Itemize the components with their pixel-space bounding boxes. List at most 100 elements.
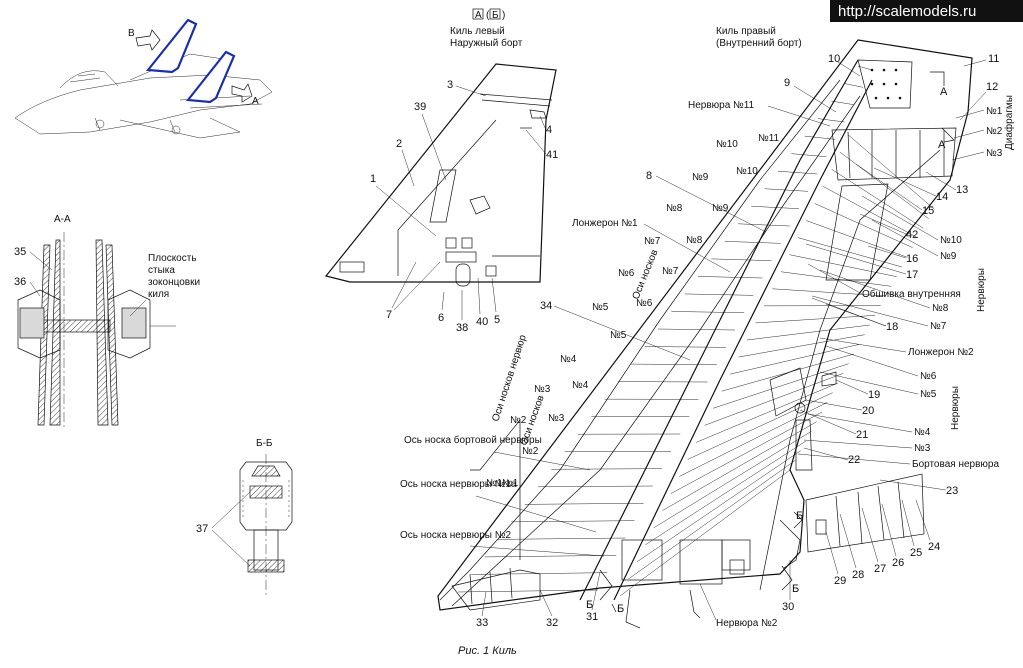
rib-line [711, 259, 771, 261]
rib-line [831, 101, 853, 105]
callout-11: 11 [988, 53, 999, 65]
left-fin-view: А ( Б ) Киль левый Наружный борт 3 39 2 … [326, 9, 558, 334]
callout-41: 41 [546, 149, 558, 161]
label-spar2: Лонжерон №2 [908, 347, 974, 358]
label-spar1: Лонжерон №1 [572, 218, 638, 229]
diaphragm-1: №1 [986, 106, 1003, 117]
svg-text:Б: Б [792, 583, 799, 595]
rib-line [778, 171, 817, 174]
section-a-marker-top [930, 72, 944, 86]
section-aa-note-2: стыка [148, 265, 175, 276]
aircraft-overview: В А [15, 20, 272, 138]
callout-33: 33 [476, 617, 488, 629]
rib-line [765, 189, 808, 192]
callout-17: 17 [906, 269, 918, 281]
rib-line [713, 364, 849, 409]
rib-line [511, 521, 634, 522]
rib-line [658, 329, 735, 330]
label-diaphragms: Диафрагмы [1003, 95, 1015, 150]
callout-24: 24 [928, 541, 940, 553]
left-rib-4: №4 [572, 380, 589, 391]
section-bb-title: Б-Б [256, 438, 273, 449]
label-nose-axes-3: Оси носков [631, 248, 661, 301]
nose-rib-9: №9 [692, 172, 709, 183]
callout-40: 40 [476, 316, 488, 328]
callout-14: 14 [936, 191, 948, 203]
rib-line [815, 203, 913, 247]
svg-text:): ) [502, 10, 505, 21]
left-fin-title: Киль левый [450, 26, 505, 37]
section-bb: Б-Б 37 [196, 438, 292, 595]
callout-31: 31 [586, 611, 598, 623]
callout-26: 26 [892, 557, 904, 569]
right-rib-9: №9 [940, 251, 957, 262]
rib-line [525, 503, 644, 504]
label-nose-axes: Оси носков нервюр [490, 333, 529, 423]
nose-rib-10: №10 [716, 139, 738, 150]
diaphragm-3: №3 [986, 148, 1003, 159]
callout-29: 29 [834, 575, 846, 587]
callout-25: 25 [910, 547, 922, 559]
left-rib-5: №5 [610, 330, 627, 341]
left-rib-1: №1 [502, 478, 519, 489]
section-aa-note-1: Плоскость [148, 253, 197, 264]
callout-5: 5 [494, 314, 500, 326]
callout-2: 2 [396, 138, 402, 150]
left-rib-10: №10 [736, 166, 758, 177]
label-side-rib: Бортовая нервюра [912, 459, 999, 470]
rib-line [739, 335, 865, 357]
right-rib-7: №7 [930, 321, 947, 332]
callout-8: 8 [646, 170, 652, 182]
figure-caption: Рис. 1 Киль [458, 645, 517, 657]
highlighted-fin-right [188, 52, 234, 102]
rib-line [628, 460, 795, 579]
callout-22: 22 [848, 454, 860, 466]
left-rib-7: №7 [662, 266, 679, 277]
view-b-mark: Б [492, 10, 499, 21]
rib-line [789, 255, 896, 277]
callout-32: 32 [546, 617, 558, 629]
rib-line [698, 276, 762, 278]
label-rib2: Нервюра №2 [716, 618, 778, 629]
rib-line [755, 315, 875, 323]
left-fin-subtitle: Наружный борт [450, 37, 523, 49]
rib-ladder [458, 66, 934, 596]
label-ribs-upper: Нервюры [976, 268, 987, 312]
diaphragm-2: №2 [986, 126, 1003, 137]
callout-9: 9 [784, 77, 790, 89]
right-fin-subtitle: (Внутренний борт) [716, 37, 802, 49]
section-aa-title: А-А [54, 214, 71, 225]
rib-line [685, 294, 754, 295]
svg-text:(: ( [486, 10, 490, 21]
view-arrow-b-icon [136, 30, 160, 50]
right-rib-6: №6 [920, 371, 937, 382]
right-rib-5: №5 [920, 389, 937, 400]
rib-line [637, 451, 801, 562]
rib-line [849, 135, 934, 209]
callout-4: 4 [546, 124, 552, 136]
view-a-mark: А [475, 10, 482, 21]
rib-line [671, 412, 822, 494]
callout-19: 19 [868, 389, 880, 401]
callout-34: 34 [540, 300, 552, 312]
svg-text:Б: Б [617, 603, 624, 615]
right-rib-8: №8 [932, 303, 949, 314]
section-aa: А-А Плоскость стыка зоконцовки киля 35 3… [14, 214, 200, 430]
callout-13: 13 [956, 184, 968, 196]
callout-3: 3 [447, 79, 453, 91]
view-arrow-a-icon [232, 84, 252, 102]
right-fin-title: Киль правый [716, 26, 776, 37]
callout-36: 36 [14, 276, 26, 288]
section-aa-note-4: киля [148, 289, 169, 300]
right-rib-4: №4 [914, 427, 931, 438]
callout-20: 20 [862, 405, 874, 417]
nose-rib-5: №5 [592, 302, 609, 313]
rib-line [645, 441, 806, 545]
nose-rib-8: №8 [666, 203, 683, 214]
callout-39: 39 [414, 101, 426, 113]
left-rib-2: №2 [522, 446, 539, 457]
callout-23: 23 [946, 485, 958, 497]
rib-line [631, 364, 716, 365]
rib-line [705, 373, 844, 425]
